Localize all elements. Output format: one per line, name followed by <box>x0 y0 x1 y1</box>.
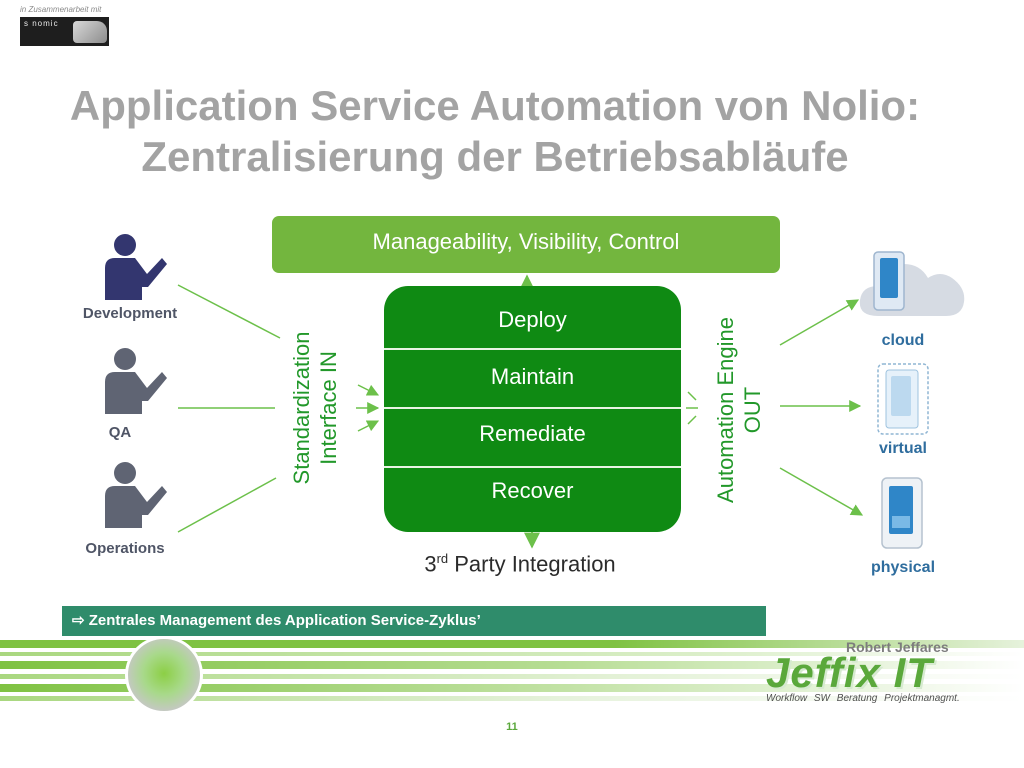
partner-label: in Zusammenarbeit mit <box>20 5 102 14</box>
output-tick-3 <box>687 415 697 425</box>
arrow-to-physical <box>779 467 864 516</box>
phase-divider-3 <box>384 466 681 468</box>
decorative-circle <box>125 636 203 714</box>
third-party-suffix: Party Integration <box>448 551 616 577</box>
slide-title-line-2: Zentralisierung der Betriebsabläufe <box>141 133 849 181</box>
slide-title: Application Service Automation von Nolio… <box>20 80 970 182</box>
third-party-prefix: 3 <box>424 551 437 577</box>
phase-divider-1 <box>384 348 681 350</box>
output-label-line-1: Automation Engine <box>713 317 738 503</box>
role-label-operations: Operations <box>85 540 165 557</box>
connector-operations <box>177 477 277 533</box>
third-party-label: 3rd Party Integration <box>380 551 660 577</box>
summary-callout: ⇨ Zentrales Management des Application S… <box>62 606 766 636</box>
lifecycle-core: Deploy Maintain Remediate Recover <box>384 286 681 532</box>
person-icon-operations <box>105 462 167 528</box>
virtual-server-icon <box>877 363 929 435</box>
output-label-line-2: OUT <box>740 386 765 434</box>
arrow-to-cloud <box>779 299 860 346</box>
footer-stripes <box>0 640 1024 702</box>
third-party-superscript: rd <box>436 551 449 566</box>
phase-remediate: Remediate <box>479 421 586 446</box>
phase-recover: Recover <box>491 478 574 503</box>
role-label-development: Development <box>82 305 178 322</box>
callout-text: Zentrales Management des Application Ser… <box>88 612 481 629</box>
input-label-line-2: Interface IN <box>316 351 341 465</box>
page-number: 11 <box>506 721 518 733</box>
env-label-physical: physical <box>870 559 936 576</box>
cloud-server-icon <box>859 251 965 316</box>
env-label-virtual: virtual <box>878 440 927 457</box>
partner-logo-text: s nomic <box>24 19 59 28</box>
env-label-cloud: cloud <box>881 332 925 349</box>
brand-logo-text: Jeffix IT <box>766 649 933 696</box>
role-label-qa: QA <box>108 424 132 441</box>
brand-author: Robert Jeffares <box>846 639 949 655</box>
output-label: Automation Engine OUT <box>710 300 768 520</box>
input-arrow-1 <box>357 384 380 396</box>
output-tick-1 <box>687 391 697 401</box>
physical-server-icon <box>881 477 923 549</box>
input-label: Standardization Interface IN <box>286 318 344 498</box>
phase-deploy: Deploy <box>498 307 567 332</box>
person-icon-development <box>105 234 167 300</box>
person-icon-qa <box>105 348 167 414</box>
connector-development <box>177 284 281 339</box>
callout-arrow-icon: ⇨ <box>72 612 85 629</box>
top-banner: Manageability, Visibility, Control <box>272 216 780 273</box>
partner-logo: s nomic <box>20 17 109 46</box>
phase-maintain: Maintain <box>490 364 575 389</box>
brand-tagline: Workflow SW Beratung Projektmanagmt. <box>766 693 960 704</box>
cards-hand-image <box>73 21 107 43</box>
input-arrow-3 <box>357 420 380 432</box>
input-label-line-1: Standardization <box>289 331 314 485</box>
phase-divider-2 <box>384 407 681 409</box>
slide-title-line-1: Application Service Automation von Nolio… <box>69 82 921 129</box>
